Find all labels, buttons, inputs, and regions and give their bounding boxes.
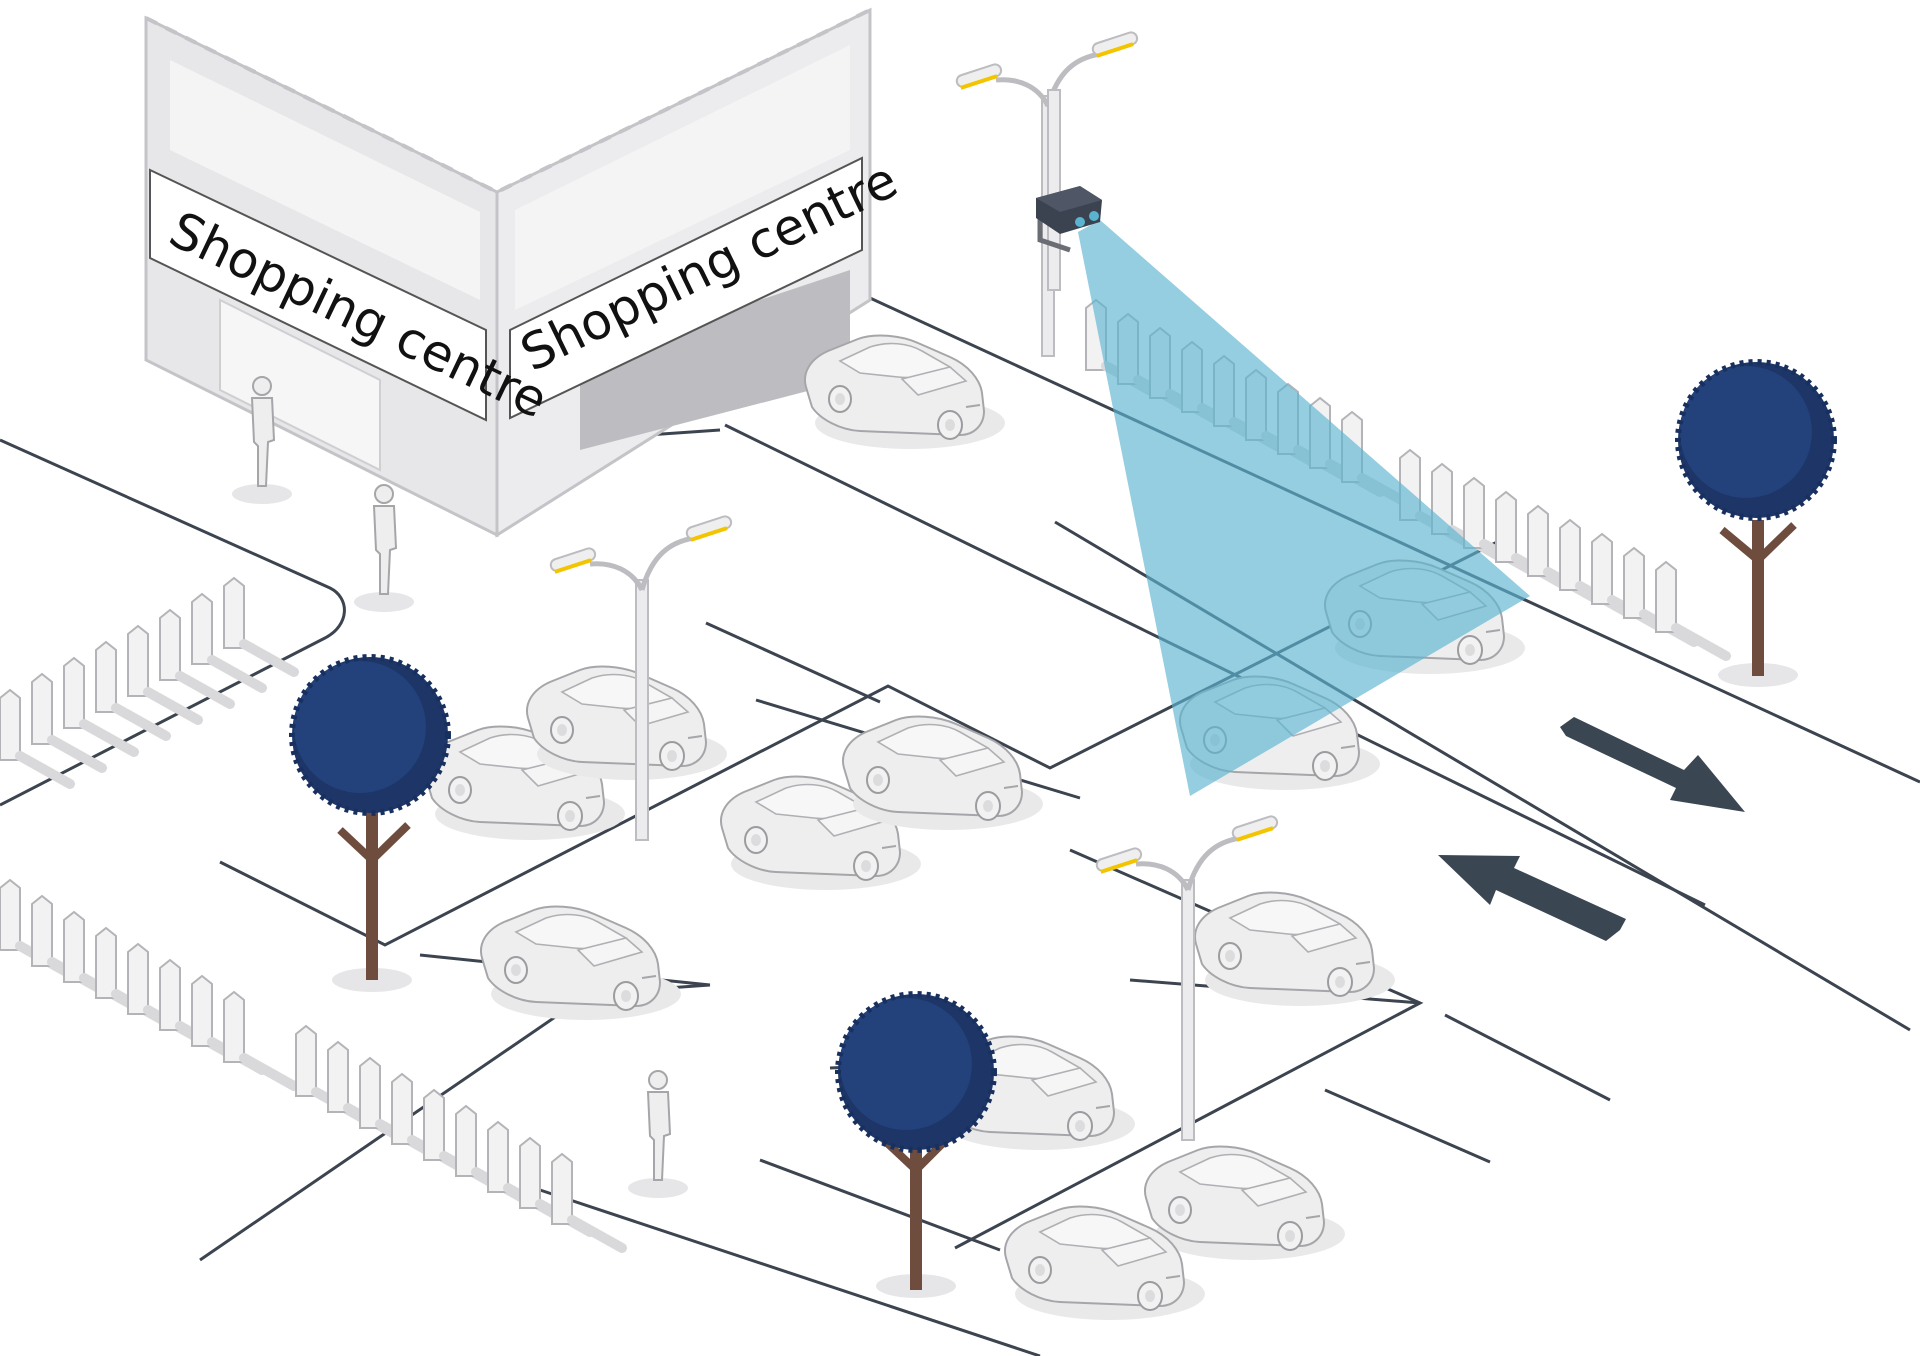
sign-right	[509, 156, 863, 420]
car	[479, 905, 682, 1021]
car	[525, 665, 728, 781]
car	[803, 334, 1006, 450]
tree	[292, 657, 448, 992]
camera-detection-beam	[1078, 220, 1530, 796]
parking-sensor-camera-icon	[1036, 89, 1102, 291]
pedestrian	[353, 484, 415, 613]
traffic-direction-arrow-icon	[1438, 855, 1626, 941]
car	[841, 715, 1044, 831]
tree	[1678, 362, 1834, 687]
fence-top-left	[0, 578, 294, 784]
tree	[838, 994, 994, 1298]
car	[1143, 1145, 1346, 1261]
sign-left	[149, 168, 487, 422]
pedestrian	[627, 1070, 689, 1199]
traffic-direction-arrow-icon	[1560, 717, 1745, 812]
shopping-centre-building: Shopping centre Shopping centre	[144, 7, 906, 538]
car	[1193, 891, 1396, 1007]
